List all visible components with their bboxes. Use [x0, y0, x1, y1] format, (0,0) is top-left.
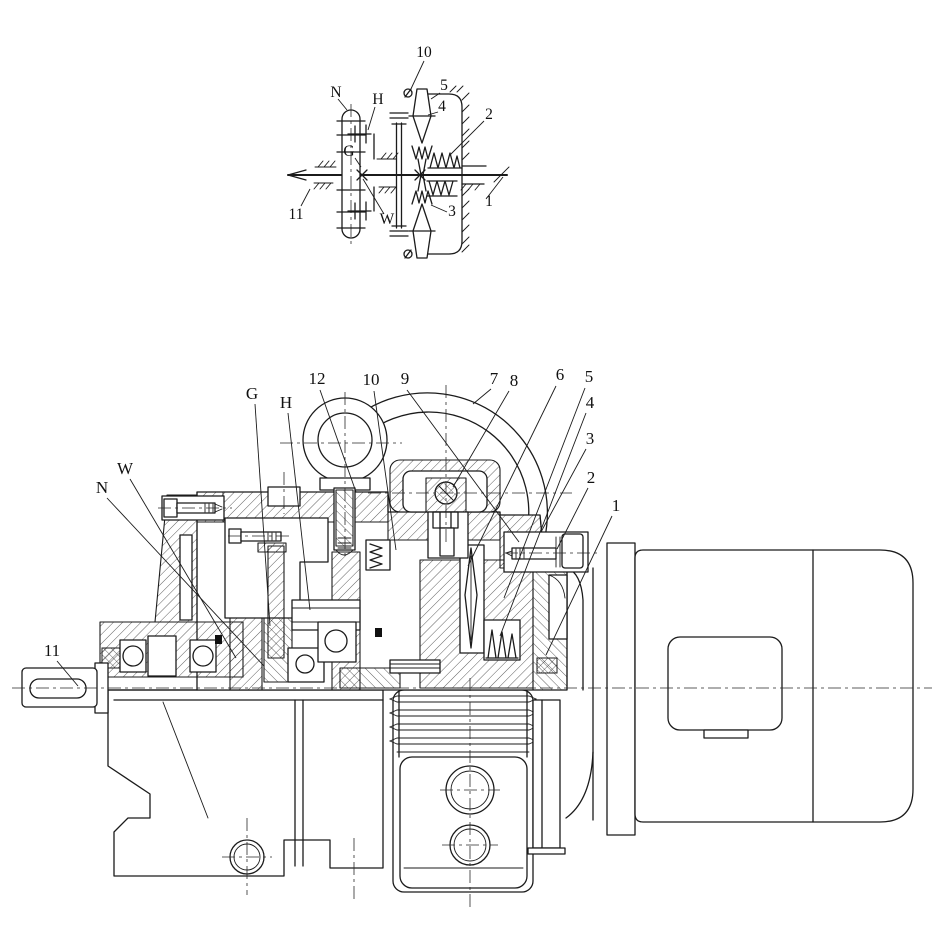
- label-11: 11: [289, 206, 304, 223]
- rotation-arrow-icon: [287, 169, 307, 181]
- label-1: 1: [485, 193, 493, 210]
- label-G: G: [343, 143, 354, 160]
- motor-flange: [606, 542, 636, 836]
- label-10: 10: [363, 370, 380, 389]
- output-disc-ticks: [336, 120, 366, 229]
- terminal-box-tab: [703, 729, 749, 739]
- cap-bolt-shank: [439, 527, 455, 557]
- label-6: 6: [556, 365, 565, 384]
- section-view: G H 12 10 9 7 8 6 5 4 3 2 1 W N 11: [12, 365, 932, 907]
- motor-support-column: [527, 699, 566, 855]
- label-9: 9: [401, 369, 410, 388]
- label-N: N: [96, 478, 108, 497]
- cycloid-disc-lower: [403, 174, 436, 259]
- right-bearing-step: [461, 165, 487, 185]
- coupling-H: [347, 124, 375, 160]
- label-1: 1: [612, 496, 621, 515]
- label-10: 10: [416, 44, 432, 61]
- label-11: 11: [44, 641, 60, 660]
- bolt-shank: [511, 547, 557, 560]
- kinematic-schematic: 10 5 4 2 1 3 11 N H G W: [287, 44, 510, 259]
- schematic-leaders: [300, 60, 504, 215]
- base-pedestal: [107, 689, 384, 877]
- ball-bearing: [295, 654, 315, 674]
- housing-wall-hatch: [449, 85, 470, 253]
- label-5: 5: [585, 367, 594, 386]
- blade-pin: [459, 544, 485, 654]
- shaft-end-tick: [493, 166, 510, 183]
- housing-bracket: [427, 93, 463, 255]
- finned-housing-box: [388, 689, 538, 893]
- label-7: 7: [490, 369, 499, 388]
- left-bell-housing: [99, 494, 244, 691]
- label-4: 4: [586, 393, 595, 412]
- locating-pin: [215, 635, 222, 644]
- right-bearings: [287, 621, 382, 683]
- pin-wheel: [389, 112, 409, 237]
- label-2: 2: [587, 468, 596, 487]
- label-5: 5: [440, 77, 448, 94]
- label-3: 3: [586, 429, 595, 448]
- label-4: 4: [438, 98, 446, 115]
- label-2: 2: [485, 106, 493, 123]
- motor-bell-top: [566, 567, 584, 691]
- label-G: G: [246, 384, 258, 403]
- ball-bearing: [192, 645, 214, 667]
- electric-motor: [565, 542, 914, 836]
- label-N: N: [330, 84, 341, 101]
- spring-lower: [426, 180, 458, 197]
- right-hex-bolt: [503, 531, 589, 573]
- label-8: 8: [510, 371, 519, 390]
- output-flange-column: [532, 567, 568, 691]
- label-W: W: [117, 459, 134, 478]
- spring-s2: [483, 619, 521, 661]
- label-3: 3: [448, 203, 456, 220]
- ball-bearing: [122, 645, 144, 667]
- section-leaders: [56, 385, 613, 687]
- eyebolt-shank: [335, 489, 354, 547]
- ball-bearing: [324, 629, 348, 653]
- label-W: W: [380, 211, 395, 228]
- label-12: 12: [309, 369, 326, 388]
- coupling-W: [347, 186, 375, 221]
- cycloid-disc-upper: [403, 88, 436, 176]
- centerlines: [12, 385, 932, 907]
- cap-bolt-head: [432, 511, 459, 529]
- label-H: H: [372, 91, 383, 108]
- keyway: [29, 678, 87, 699]
- bearing-cross: [356, 169, 368, 181]
- shaft-seal: [536, 657, 558, 674]
- spring-upper: [427, 152, 463, 169]
- motor-bell-bottom: [565, 751, 594, 819]
- inner-bolt-shank: [240, 531, 282, 542]
- bolt-head: [561, 533, 584, 569]
- locating-pin: [375, 628, 382, 637]
- cycloid-gear-disc: [267, 545, 285, 659]
- spring-s1: [365, 539, 391, 571]
- terminal-box: [667, 636, 783, 731]
- label-H: H: [280, 393, 292, 412]
